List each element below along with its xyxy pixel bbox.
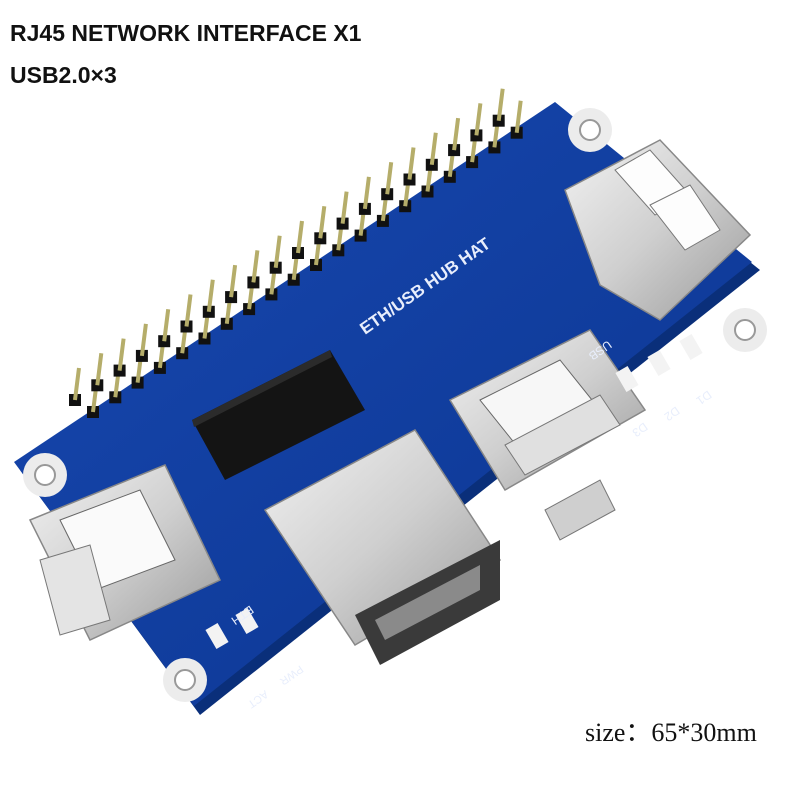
header-pin (273, 235, 282, 268)
silkscreen-d2: D2 (661, 404, 682, 424)
header-pin (474, 103, 483, 136)
gpio-header (69, 88, 523, 418)
header-pin (184, 294, 193, 327)
header-pin (496, 88, 505, 121)
mounting-holes (23, 108, 767, 702)
usb-port-top (564, 139, 752, 321)
usb-port-left (28, 464, 222, 641)
hub-chip (192, 350, 365, 480)
caption-rj45: RJ45 NETWORK INTERFACE X1 (10, 20, 362, 46)
header-pin (73, 367, 81, 401)
header-pin (95, 353, 104, 386)
header-pin (318, 206, 327, 239)
header-pin (429, 132, 438, 166)
silkscreen-d3: D3 (629, 420, 650, 440)
header-pin (162, 308, 171, 342)
micro-usb-port (544, 479, 616, 541)
caption-size: size：65*30mm (585, 718, 757, 747)
header-pin (340, 191, 349, 224)
header-pin (139, 323, 148, 357)
header-pin (251, 250, 260, 283)
header-pin (514, 100, 523, 133)
header-pin (229, 264, 238, 298)
header-pin (117, 338, 126, 371)
silkscreen-d1: D1 (693, 388, 714, 408)
header-pin (452, 117, 461, 151)
usb-port-middle (448, 329, 647, 492)
header-pin (385, 161, 394, 195)
silkscreen-act: ACT (245, 688, 270, 711)
rj45-port (263, 429, 502, 665)
header-pin (296, 220, 304, 254)
header-pin (407, 147, 416, 180)
header-pin (206, 279, 215, 313)
header-pin (362, 176, 371, 210)
caption-usb: USB2.0×3 (10, 62, 117, 88)
status-leds (205, 333, 703, 650)
silkscreen-pwr: PWR (277, 663, 305, 688)
